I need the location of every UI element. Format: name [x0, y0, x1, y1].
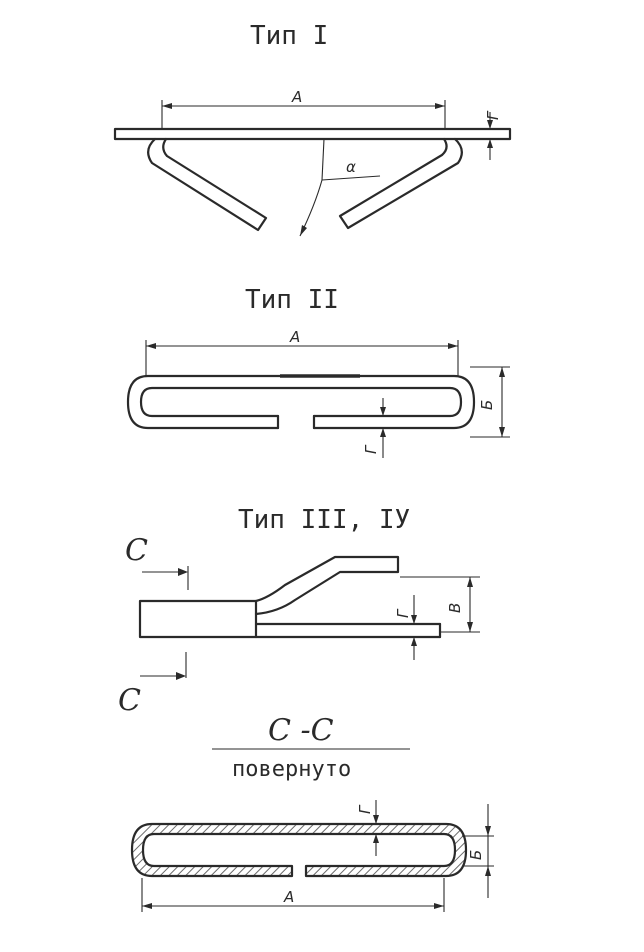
section-cc-title: С -С — [268, 713, 334, 748]
type-3-dimension-v: В — [400, 576, 480, 633]
type-2-dimension-b: Б — [470, 366, 510, 438]
section-cc-note: повернуто — [232, 757, 351, 782]
type-2-outer-outline — [126, 374, 476, 430]
section-cc-profile — [130, 822, 468, 878]
type-3-block — [138, 599, 258, 639]
type-3-figure: Тип III, IУ В Г — [118, 505, 480, 718]
section-cc-label-b: Б — [467, 850, 485, 860]
type-3-label-g: Г — [394, 608, 412, 618]
type-1-dimension-a: А — [161, 88, 446, 130]
type-2-label-g: Г — [362, 444, 380, 454]
type-1-label-alpha: α — [346, 158, 356, 176]
type-1-left-leg — [147, 137, 268, 232]
type-2-dimension-a: А — [145, 328, 459, 377]
type-1-top-strip — [113, 127, 512, 141]
section-marker-bottom: С — [118, 652, 187, 718]
type-1-title: Тип I — [250, 21, 328, 51]
type-3-raised-strip — [254, 555, 400, 616]
type-1-dimension-g: Г — [484, 110, 502, 160]
section-marker-top: С — [125, 533, 189, 590]
type-2-title: Тип II — [245, 285, 339, 315]
type-1-angle-alpha: α — [299, 138, 381, 237]
type-2-inner-outline — [139, 386, 463, 418]
section-cc-dimension-g: Г — [356, 800, 379, 856]
section-marker-bottom-label: С — [118, 683, 141, 718]
type-2-label-b: Б — [478, 400, 496, 410]
type-2-label-a: А — [289, 328, 300, 346]
section-cc-label-g: Г — [356, 804, 374, 814]
section-cc-dimension-b: Б — [462, 804, 494, 898]
section-cc-figure: С -С повернуто Г Б А — [130, 713, 494, 912]
type-2-dimension-g: Г — [362, 398, 386, 458]
type-3-title: Тип III, IУ — [238, 505, 410, 535]
section-cc-dimension-a: А — [141, 878, 445, 912]
type-1-right-leg — [338, 137, 463, 230]
section-marker-top-label: С — [125, 533, 148, 568]
type-3-label-v: В — [446, 603, 464, 613]
type-1-figure: Тип I А α Г — [113, 21, 512, 237]
type-3-dimension-g: Г — [394, 595, 417, 660]
section-cc-label-a: А — [283, 888, 294, 906]
type-1-label-a: А — [291, 88, 302, 106]
type-2-figure: Тип II А Б — [126, 285, 510, 458]
type-1-label-g: Г — [484, 110, 502, 120]
